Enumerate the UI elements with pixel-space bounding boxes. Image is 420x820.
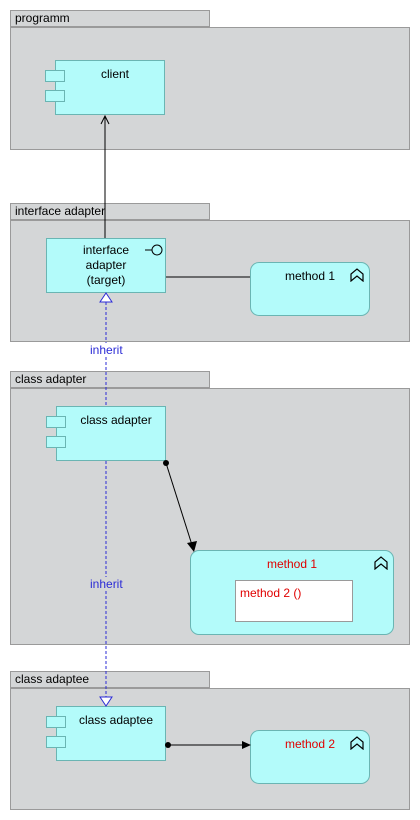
client-label: client xyxy=(100,67,129,81)
method2-note[interactable]: method 2 () xyxy=(235,580,353,622)
component-port-icon xyxy=(45,90,65,102)
component-port-icon xyxy=(45,70,65,82)
interface-line-3: (target) xyxy=(86,273,126,287)
function-chevron-icon xyxy=(350,268,364,282)
class-adapter-label: class adapter xyxy=(80,413,152,427)
component-port-icon xyxy=(46,436,66,448)
group-tab-interface-adapter: interface adapter xyxy=(10,203,210,220)
group-tab-class-adapter: class adapter xyxy=(10,371,210,388)
interface-adapter-target[interactable]: interface adapter (target) xyxy=(46,238,166,293)
class-adapter-component[interactable]: class adapter xyxy=(56,406,166,461)
group-title-class-adapter: class adapter xyxy=(15,372,87,386)
interface-line-1: interface xyxy=(82,243,130,257)
method1-label-class: method 1 xyxy=(266,557,318,571)
function-chevron-icon xyxy=(350,736,364,750)
function-chevron-icon xyxy=(374,556,388,570)
method2-note-text: method 2 () xyxy=(240,586,302,600)
group-tab-programm: programm xyxy=(10,10,210,27)
group-tab-class-adaptee: class adaptee xyxy=(10,671,210,688)
interface-line-2: adapter xyxy=(85,258,127,272)
inherit-label-top: inherit xyxy=(89,343,124,357)
method1-label-top: method 1 xyxy=(284,269,336,283)
method1-function-top[interactable]: method 1 xyxy=(250,262,370,316)
component-port-icon xyxy=(46,736,66,748)
inherit-label-bottom: inherit xyxy=(89,577,124,591)
client-component[interactable]: client xyxy=(55,60,165,115)
group-title-programm: programm xyxy=(15,11,70,25)
method2-function[interactable]: method 2 xyxy=(250,730,370,784)
class-adaptee-label: class adaptee xyxy=(78,713,154,727)
group-title-interface-adapter: interface adapter xyxy=(15,204,106,218)
group-title-class-adaptee: class adaptee xyxy=(15,672,90,686)
component-port-icon xyxy=(46,716,66,728)
class-adaptee-component[interactable]: class adaptee xyxy=(56,706,166,761)
method2-label: method 2 xyxy=(284,737,336,751)
component-port-icon xyxy=(46,416,66,428)
